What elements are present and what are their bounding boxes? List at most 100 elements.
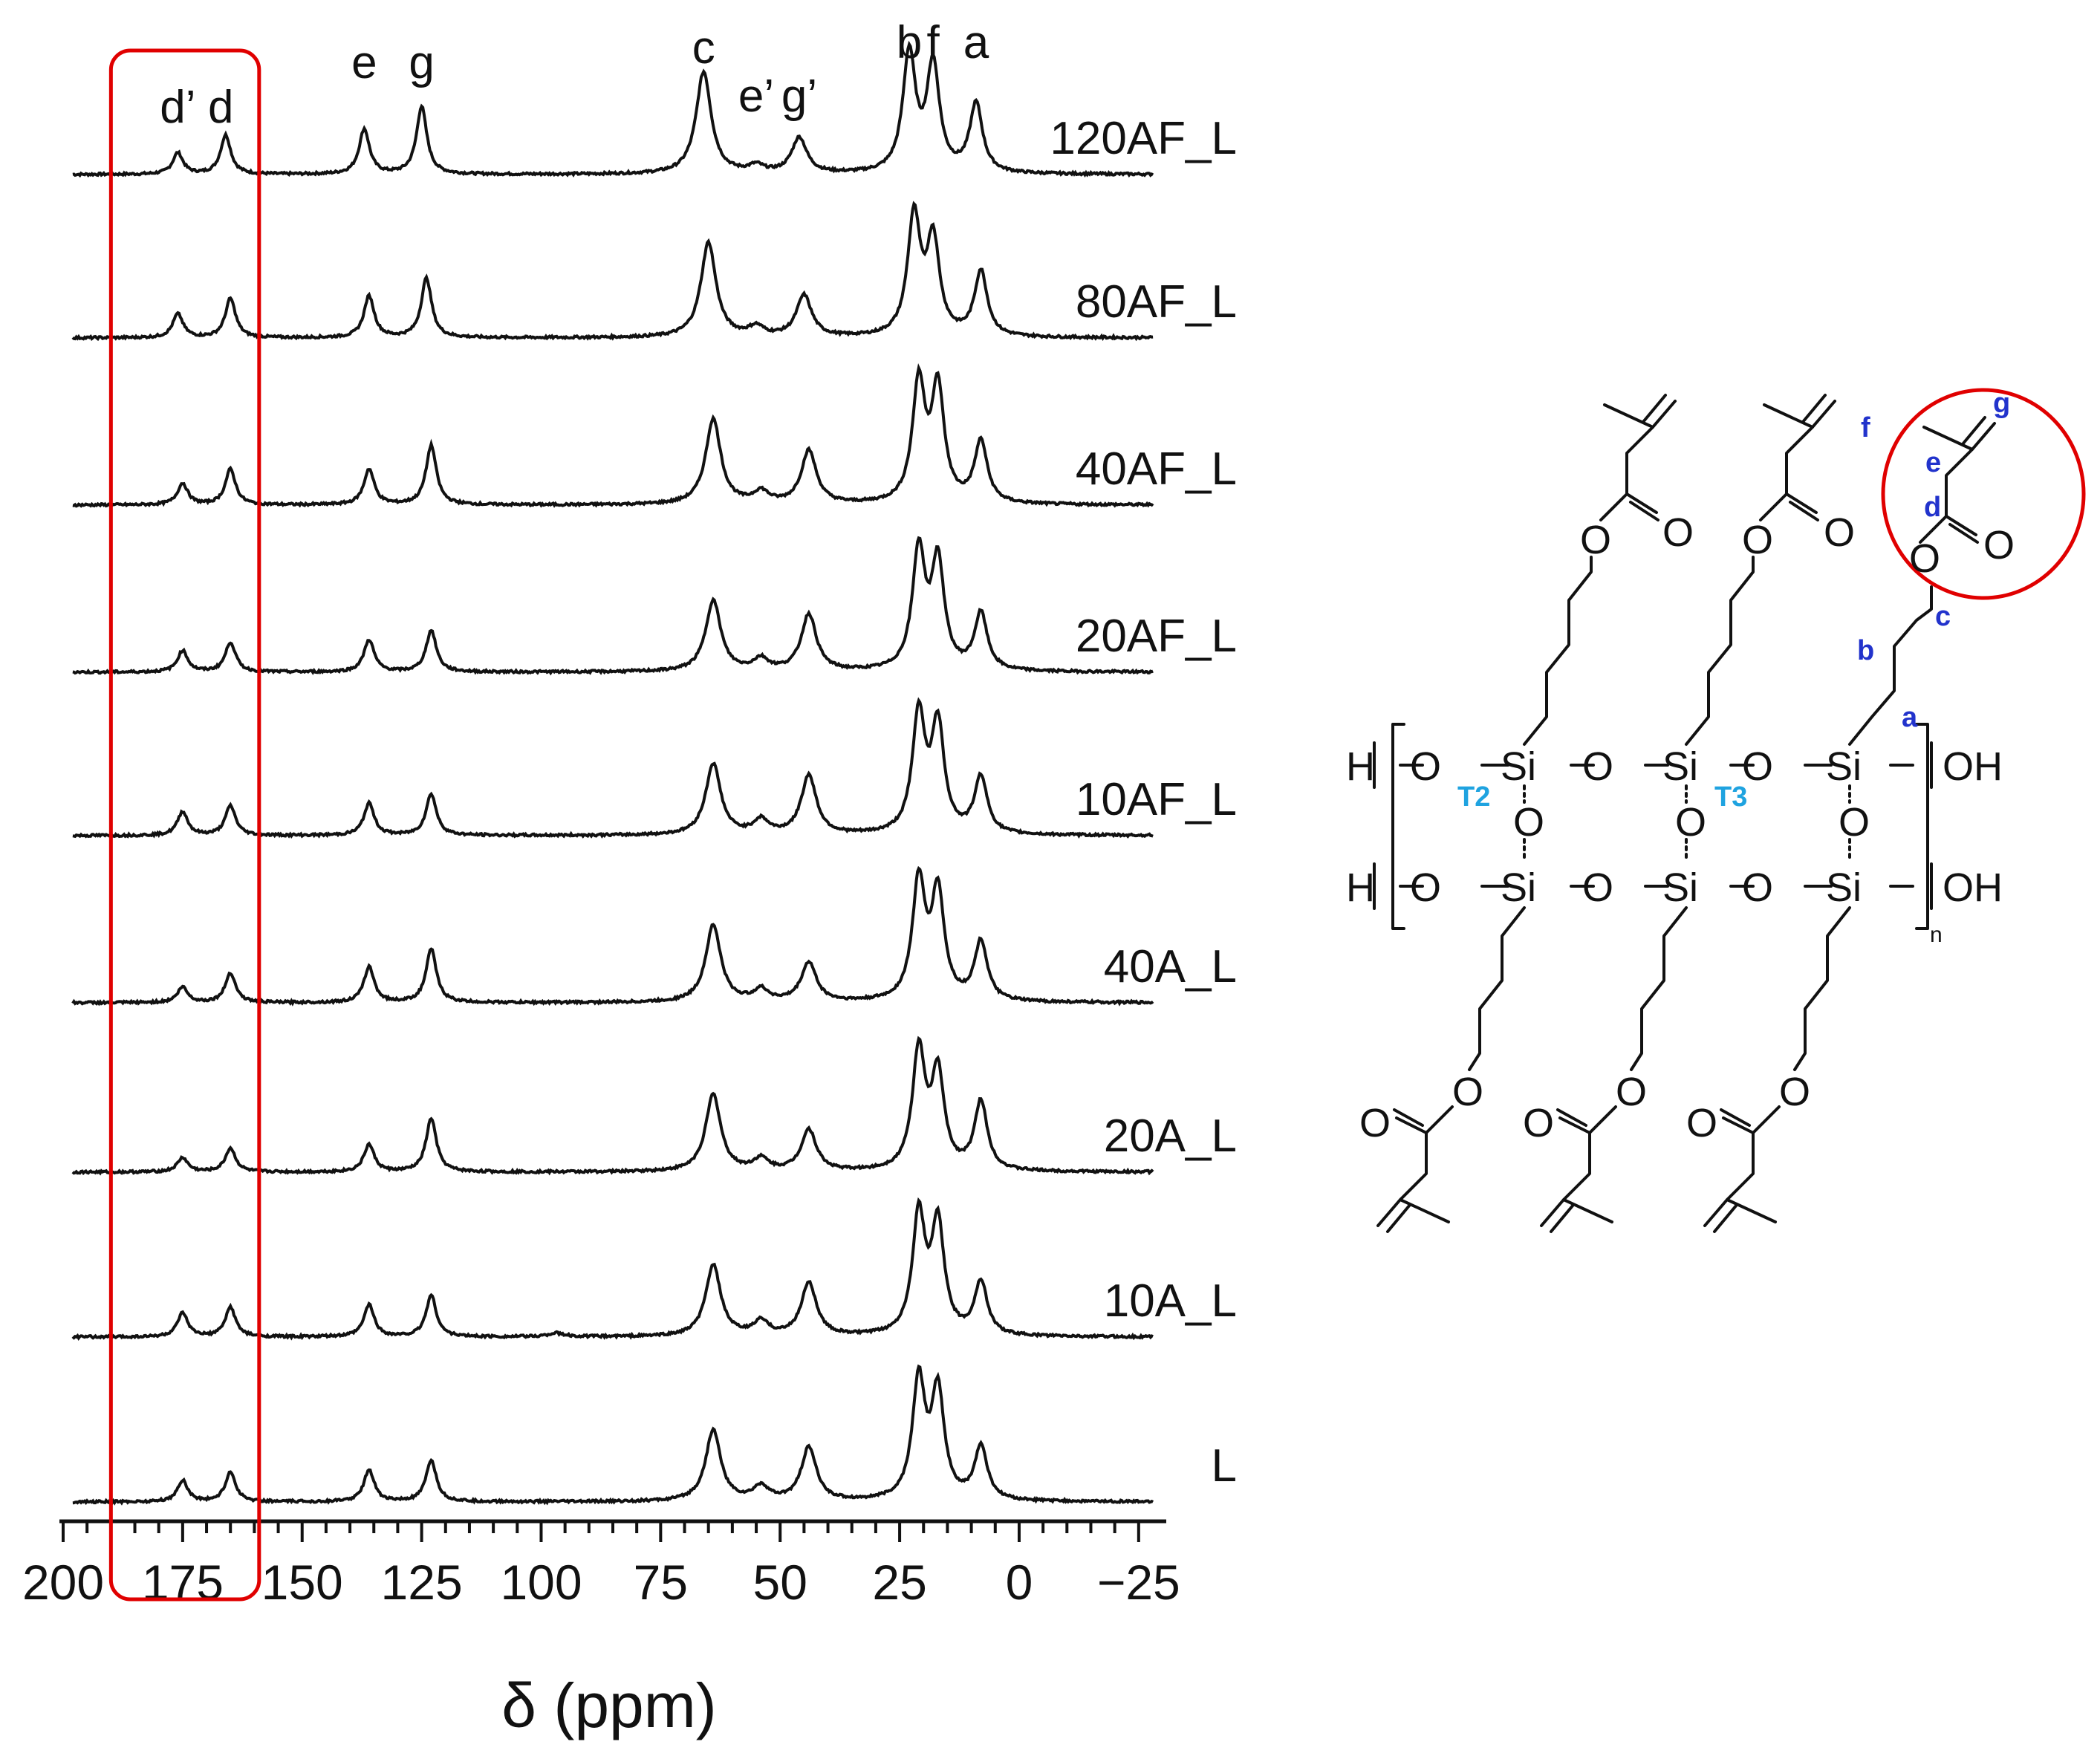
atom-si: Si — [1826, 865, 1862, 910]
peak-label: g’ — [781, 71, 817, 122]
atom-o: O — [1452, 1070, 1483, 1114]
spectrum-trace — [72, 697, 1154, 839]
vinyl-top-2b — [1801, 394, 1827, 423]
spectrum-trace — [71, 1197, 1154, 1342]
atom-oh: OH — [1943, 865, 2003, 910]
carbon-label-c: c — [1935, 601, 1951, 632]
bond — [1720, 1108, 1751, 1127]
atom-si: Si — [1501, 865, 1536, 910]
atom-o: O — [1742, 865, 1773, 910]
vinyl-bottom-1 — [1376, 1198, 1402, 1227]
bond — [1556, 1108, 1587, 1127]
spectra-traces — [71, 40, 1154, 1506]
sample-label: 10A_L — [1104, 1275, 1237, 1327]
atom-o: O — [1359, 1101, 1391, 1145]
atom-si: Si — [1662, 744, 1698, 789]
spectrum-trace — [71, 201, 1154, 342]
vinyl-top-1b — [1642, 394, 1667, 423]
bracket-right — [1915, 723, 1929, 930]
atom-o: O — [1662, 510, 1694, 555]
vinyl-top-2 — [1811, 400, 1836, 429]
peak-label: b — [897, 17, 922, 68]
x-tick-label: −25 — [1097, 1555, 1180, 1610]
bond — [1785, 492, 1818, 514]
molecular-structure — [1373, 388, 2086, 1233]
sample-label: 80AF_L — [1076, 276, 1237, 328]
atom-h: H — [1346, 744, 1375, 789]
peak-label: a — [963, 17, 989, 68]
vinyl-bottom-3b — [1713, 1203, 1738, 1233]
ester-bottom-3 — [1726, 1105, 1781, 1223]
carbon-label-d: d — [1924, 492, 1941, 523]
atom-h: H — [1346, 865, 1375, 910]
x-tick-label: 100 — [500, 1555, 582, 1610]
atom-o: O — [1824, 510, 1855, 555]
ester-bottom-2 — [1562, 1105, 1617, 1223]
atom-o: O — [1410, 744, 1441, 789]
vinyl-top-3b — [1961, 416, 1986, 446]
site-label-t3: T3 — [1714, 781, 1747, 813]
atom-o: O — [1616, 1070, 1647, 1114]
atom-o: O — [1742, 518, 1773, 562]
carbon-label-a: a — [1902, 702, 1918, 733]
bond — [1948, 523, 1979, 544]
atom-o: O — [1742, 744, 1773, 789]
peak-label: d’ — [160, 82, 195, 133]
side-chain-top-1 — [1523, 556, 1593, 746]
sample-label: L — [1212, 1440, 1237, 1492]
x-tick-label: 175 — [142, 1555, 224, 1610]
spectrum-trace — [71, 865, 1154, 1007]
atom-o: O — [1580, 518, 1611, 562]
ester-top-1 — [1599, 403, 1654, 521]
bond — [1945, 515, 1977, 536]
bracket-left — [1391, 723, 1405, 930]
subscript-n: n — [1930, 923, 1943, 947]
vinyl-bottom-3 — [1703, 1198, 1729, 1227]
atom-o: O — [1523, 1101, 1554, 1145]
atom-si: Si — [1501, 744, 1536, 789]
ester-top-3 — [1919, 426, 1974, 544]
bond — [1625, 492, 1658, 514]
x-tick-label: 0 — [1006, 1555, 1033, 1610]
atom-oh: OH — [1943, 744, 2003, 789]
atom-o: O — [1983, 523, 2015, 568]
side-chain-top-2 — [1685, 556, 1755, 746]
vinyl-top-1 — [1651, 400, 1677, 429]
side-chain-bottom-1 — [1468, 906, 1526, 1071]
x-tick-label: 75 — [634, 1555, 688, 1610]
peak-label: d — [208, 82, 233, 133]
carbon-label-e: e — [1925, 447, 1941, 478]
vinyl-bottom-2b — [1550, 1203, 1575, 1233]
side-chain-bottom-2 — [1630, 906, 1688, 1071]
sample-labels: 120AF_L80AF_L40AF_L20AF_L10AF_L40A_L20A_… — [1050, 113, 1237, 1492]
atom-o: O — [1686, 1101, 1717, 1145]
atom-o: O — [1839, 800, 1870, 845]
peak-label: c — [692, 22, 715, 74]
x-tick-label: 150 — [261, 1555, 343, 1610]
ester-top-2 — [1759, 403, 1814, 521]
bond — [1722, 1116, 1755, 1134]
peak-label: f — [926, 17, 940, 68]
bond — [1558, 1116, 1591, 1134]
spectrum-trace — [72, 363, 1154, 508]
ester-bottom-1 — [1399, 1105, 1454, 1223]
atom-o: O — [1582, 865, 1613, 910]
sample-label: 120AF_L — [1050, 113, 1237, 164]
x-tick-label: 50 — [752, 1555, 807, 1610]
sample-label: 20A_L — [1104, 1111, 1237, 1162]
bond — [1395, 1116, 1428, 1134]
carbon-label-g: g — [1993, 388, 2010, 419]
atom-o: O — [1909, 536, 1940, 581]
atom-o: O — [1675, 800, 1706, 845]
vinyl-top-3 — [1971, 422, 1996, 451]
sample-label: 20AF_L — [1076, 611, 1237, 662]
site-label-t2: T2 — [1457, 781, 1490, 813]
x-tick-label: 125 — [381, 1555, 463, 1610]
peak-label: e — [351, 37, 377, 88]
methacrylate-highlight-circle — [1881, 388, 2086, 600]
spectra-panel: 120AF_L80AF_L40AF_L20AF_L10AF_L40A_L20A_… — [22, 17, 1237, 1740]
sample-label: 40AF_L — [1076, 443, 1237, 495]
spectrum-trace — [72, 40, 1154, 178]
